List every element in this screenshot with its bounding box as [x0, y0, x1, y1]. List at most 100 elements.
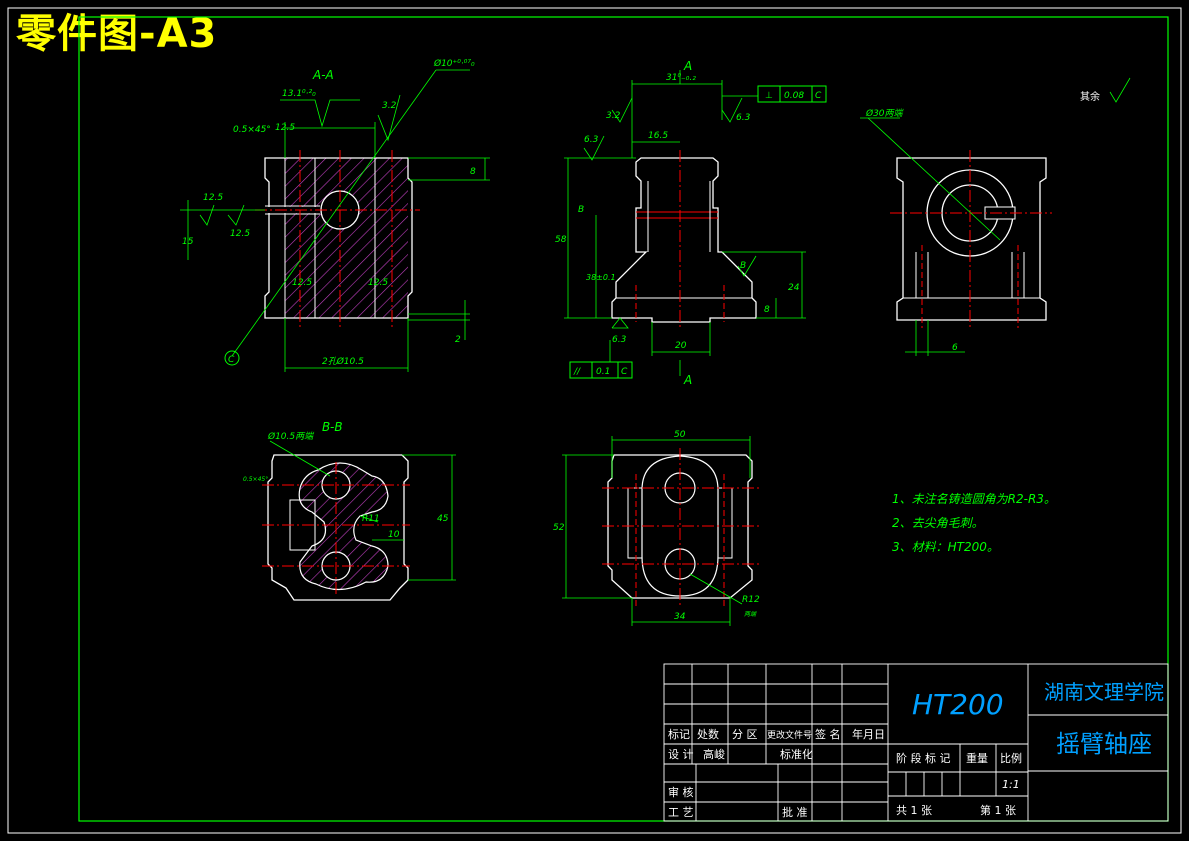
- front-rough-63a: 6.3: [584, 135, 599, 145]
- front-8-text: 8: [764, 305, 770, 315]
- title-block: [663, 663, 1169, 822]
- side-leader-dia: [867, 117, 1001, 241]
- tb-part-name: 摇臂轴座: [1056, 730, 1152, 758]
- aa-chamfer-text: 0.5×45°: [233, 125, 271, 135]
- front-165-text: 16.5: [648, 131, 668, 141]
- note-3: 3、材料：HT200。: [892, 540, 999, 554]
- tb-standardize: 标准化: [780, 747, 813, 761]
- outer-border: [7, 7, 1182, 834]
- tb-rev-h2: 分 区: [732, 728, 758, 741]
- aa-hatch-mid: [315, 158, 375, 318]
- note-1: 1、未注名铸造圆角为R2-R3。: [892, 492, 1056, 506]
- bb-leader-dia: [269, 440, 331, 477]
- bot-r12-sub: 两端: [744, 610, 757, 618]
- tb-sheet-no: 第 1 张: [980, 803, 1016, 817]
- tb-scale-value: 1:1: [1002, 778, 1020, 791]
- bb-dia-text: Ø10.5两端: [267, 431, 315, 442]
- inner-frame: [78, 16, 1169, 822]
- aa-rough-32: 3.2: [382, 101, 397, 111]
- front-rough-2: [583, 135, 605, 161]
- tol-perp-value: 0.08: [784, 91, 804, 101]
- section-bb-label: B-B: [322, 420, 343, 434]
- section-bb-view: B-B Ø10.5两端 0.5×45° R11 10 45: [243, 420, 456, 601]
- bot-34-text: 34: [674, 612, 686, 622]
- front-view: ⊥ 0.08 C // 0.1 C A A 31⁰₋₀.₂ 16.5 3.2 6…: [555, 59, 827, 387]
- note-2: 2、去尖角毛刺。: [892, 516, 984, 530]
- bottom-view: 50 52 34 R12 两端: [553, 430, 760, 626]
- tol-perp-symbol: ⊥: [765, 91, 773, 101]
- sheet-title: 零件图-A3: [16, 11, 218, 57]
- tb-designer: 高峻: [703, 747, 725, 761]
- bot-rib-right: [717, 487, 733, 559]
- tb-rev-h1: 处数: [697, 728, 719, 741]
- front-outline: [611, 157, 757, 323]
- tb-school: 湖南文理学院: [1044, 680, 1164, 704]
- bb-45-text: 45: [437, 514, 449, 524]
- bb-outline: [267, 454, 409, 601]
- front-rough-3: [721, 97, 743, 123]
- aa-dim-15-text: 15: [182, 237, 194, 247]
- section-marker-bottom: A: [683, 373, 692, 387]
- tb-approve: 批 准: [782, 805, 808, 819]
- tb-rev-h0: 标记: [668, 727, 690, 741]
- rest-roughness-text: 其余: [1080, 90, 1100, 103]
- bb-leader-r11: [359, 515, 379, 523]
- front-rough-63c: 6.3: [612, 335, 627, 345]
- tol-par-symbol: //: [573, 367, 581, 377]
- aa-datum: C: [228, 355, 235, 365]
- aa-datum-circle: [224, 350, 240, 366]
- aa-rough-sym-3: [377, 94, 401, 142]
- aa-rough-125e: 12.5: [368, 278, 388, 288]
- side-outline: [896, 157, 1047, 321]
- front-38-text: 38±0.1: [586, 273, 616, 282]
- rest-rough-symbol: [1109, 77, 1131, 103]
- front-20-text: 20: [675, 341, 687, 351]
- bot-52-text: 52: [553, 523, 565, 533]
- aa-depth-text: 13.1⁰·²₀: [282, 89, 316, 99]
- bb-10-text: 10: [388, 530, 400, 540]
- front-rough-1: [611, 97, 633, 123]
- tol-par-ref: C: [621, 367, 628, 377]
- tb-stage: 阶 段 标 记: [896, 751, 951, 765]
- bot-r12-text: R12: [742, 595, 760, 605]
- tb-rev-h5: 年月日: [852, 727, 885, 741]
- bb-chamfer-text: 0.5×45°: [243, 476, 268, 483]
- tb-rev-h3: 更改文件号: [767, 729, 812, 741]
- aa-rough-sym-2: [227, 204, 245, 226]
- aa-rough-125c: 12.5: [275, 123, 295, 133]
- title-block-text: HT200 湖南文理学院 摇臂轴座 标记 处数 分 区 更改文件号 签 名 年月…: [668, 680, 1164, 819]
- section-aa-label: A-A: [312, 68, 334, 82]
- front-58-text: 58: [555, 235, 567, 245]
- aa-rough-125a: 12.5: [203, 193, 223, 203]
- aa-rough-sym-1: [199, 204, 215, 226]
- aa-leader-dia: [231, 69, 437, 357]
- front-24-text: 24: [788, 283, 800, 293]
- side-6-text: 6: [952, 343, 958, 353]
- tb-weight: 重量: [966, 751, 988, 765]
- tb-material: HT200: [912, 688, 1004, 721]
- tb-process: 工 艺: [668, 806, 694, 819]
- tb-rev-h4: 签 名: [815, 727, 841, 741]
- tb-design-label: 设 计: [668, 748, 694, 761]
- front-width-text: 31⁰₋₀.₂: [666, 73, 696, 83]
- section-marker-top: A: [683, 59, 692, 73]
- aa-slot-fill: [265, 207, 320, 213]
- tb-review: 审 核: [668, 785, 694, 799]
- front-rough-32: 3.2: [606, 111, 621, 121]
- front-b2-text: B: [740, 261, 746, 271]
- aa-rough-125b: 12.5: [230, 229, 250, 239]
- aa-bore-text: Ø10⁺⁰·⁰⁷₀: [433, 58, 475, 69]
- tol-perp-ref: C: [815, 91, 822, 101]
- front-rough-5: [737, 255, 757, 277]
- tol-par-value: 0.1: [596, 367, 610, 377]
- front-b1-text: B: [578, 205, 584, 215]
- tb-sheets-total: 共 1 张: [896, 804, 932, 817]
- aa-dim-depth-line: [280, 99, 360, 128]
- front-rough-4: [611, 317, 629, 329]
- section-aa-view: A-A: [180, 58, 490, 372]
- bb-r11-text: R11: [362, 514, 380, 524]
- tb-frame: [663, 663, 1169, 822]
- tol-par-frame: [569, 361, 633, 379]
- side-view: Ø30两端 6 其余: [860, 77, 1131, 356]
